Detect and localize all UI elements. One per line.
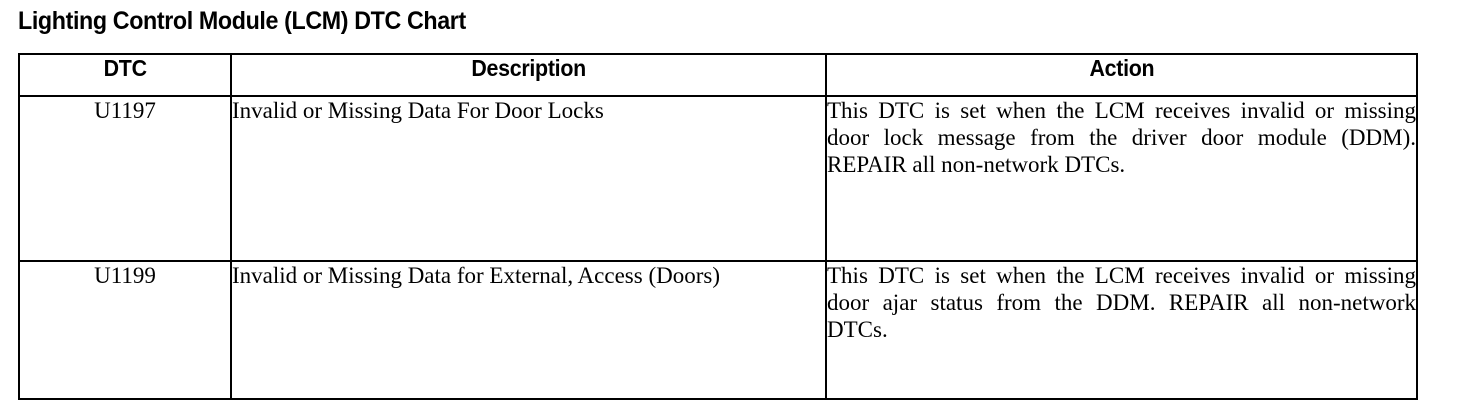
header-row: DTC Description Action — [18, 53, 1418, 97]
column-header-dtc: DTC — [18, 53, 232, 97]
table-header: DTC Description Action — [18, 53, 1418, 97]
cell-dtc: U1197 — [18, 95, 232, 262]
dtc-chart-table: DTC Description Action U1197 Invalid or … — [18, 53, 1418, 400]
column-header-description: Description — [230, 53, 827, 97]
page-title: Lighting Control Module (LCM) DTC Chart — [18, 7, 466, 35]
column-header-description-label: Description — [471, 55, 586, 81]
table-body: U1197 Invalid or Missing Data For Door L… — [18, 95, 1418, 400]
cell-dtc: U1199 — [18, 260, 232, 400]
table-row: U1197 Invalid or Missing Data For Door L… — [18, 95, 1418, 262]
column-header-action: Action — [825, 53, 1418, 97]
cell-action: This DTC is set when the LCM receives in… — [825, 95, 1418, 262]
cell-description: Invalid or Missing Data for External, Ac… — [230, 260, 827, 400]
cell-action: This DTC is set when the LCM receives in… — [825, 260, 1418, 400]
column-header-action-label: Action — [1089, 55, 1154, 81]
cell-description: Invalid or Missing Data For Door Locks — [230, 95, 827, 262]
table-row: U1199 Invalid or Missing Data for Extern… — [18, 260, 1418, 400]
column-header-dtc-label: DTC — [103, 55, 147, 81]
